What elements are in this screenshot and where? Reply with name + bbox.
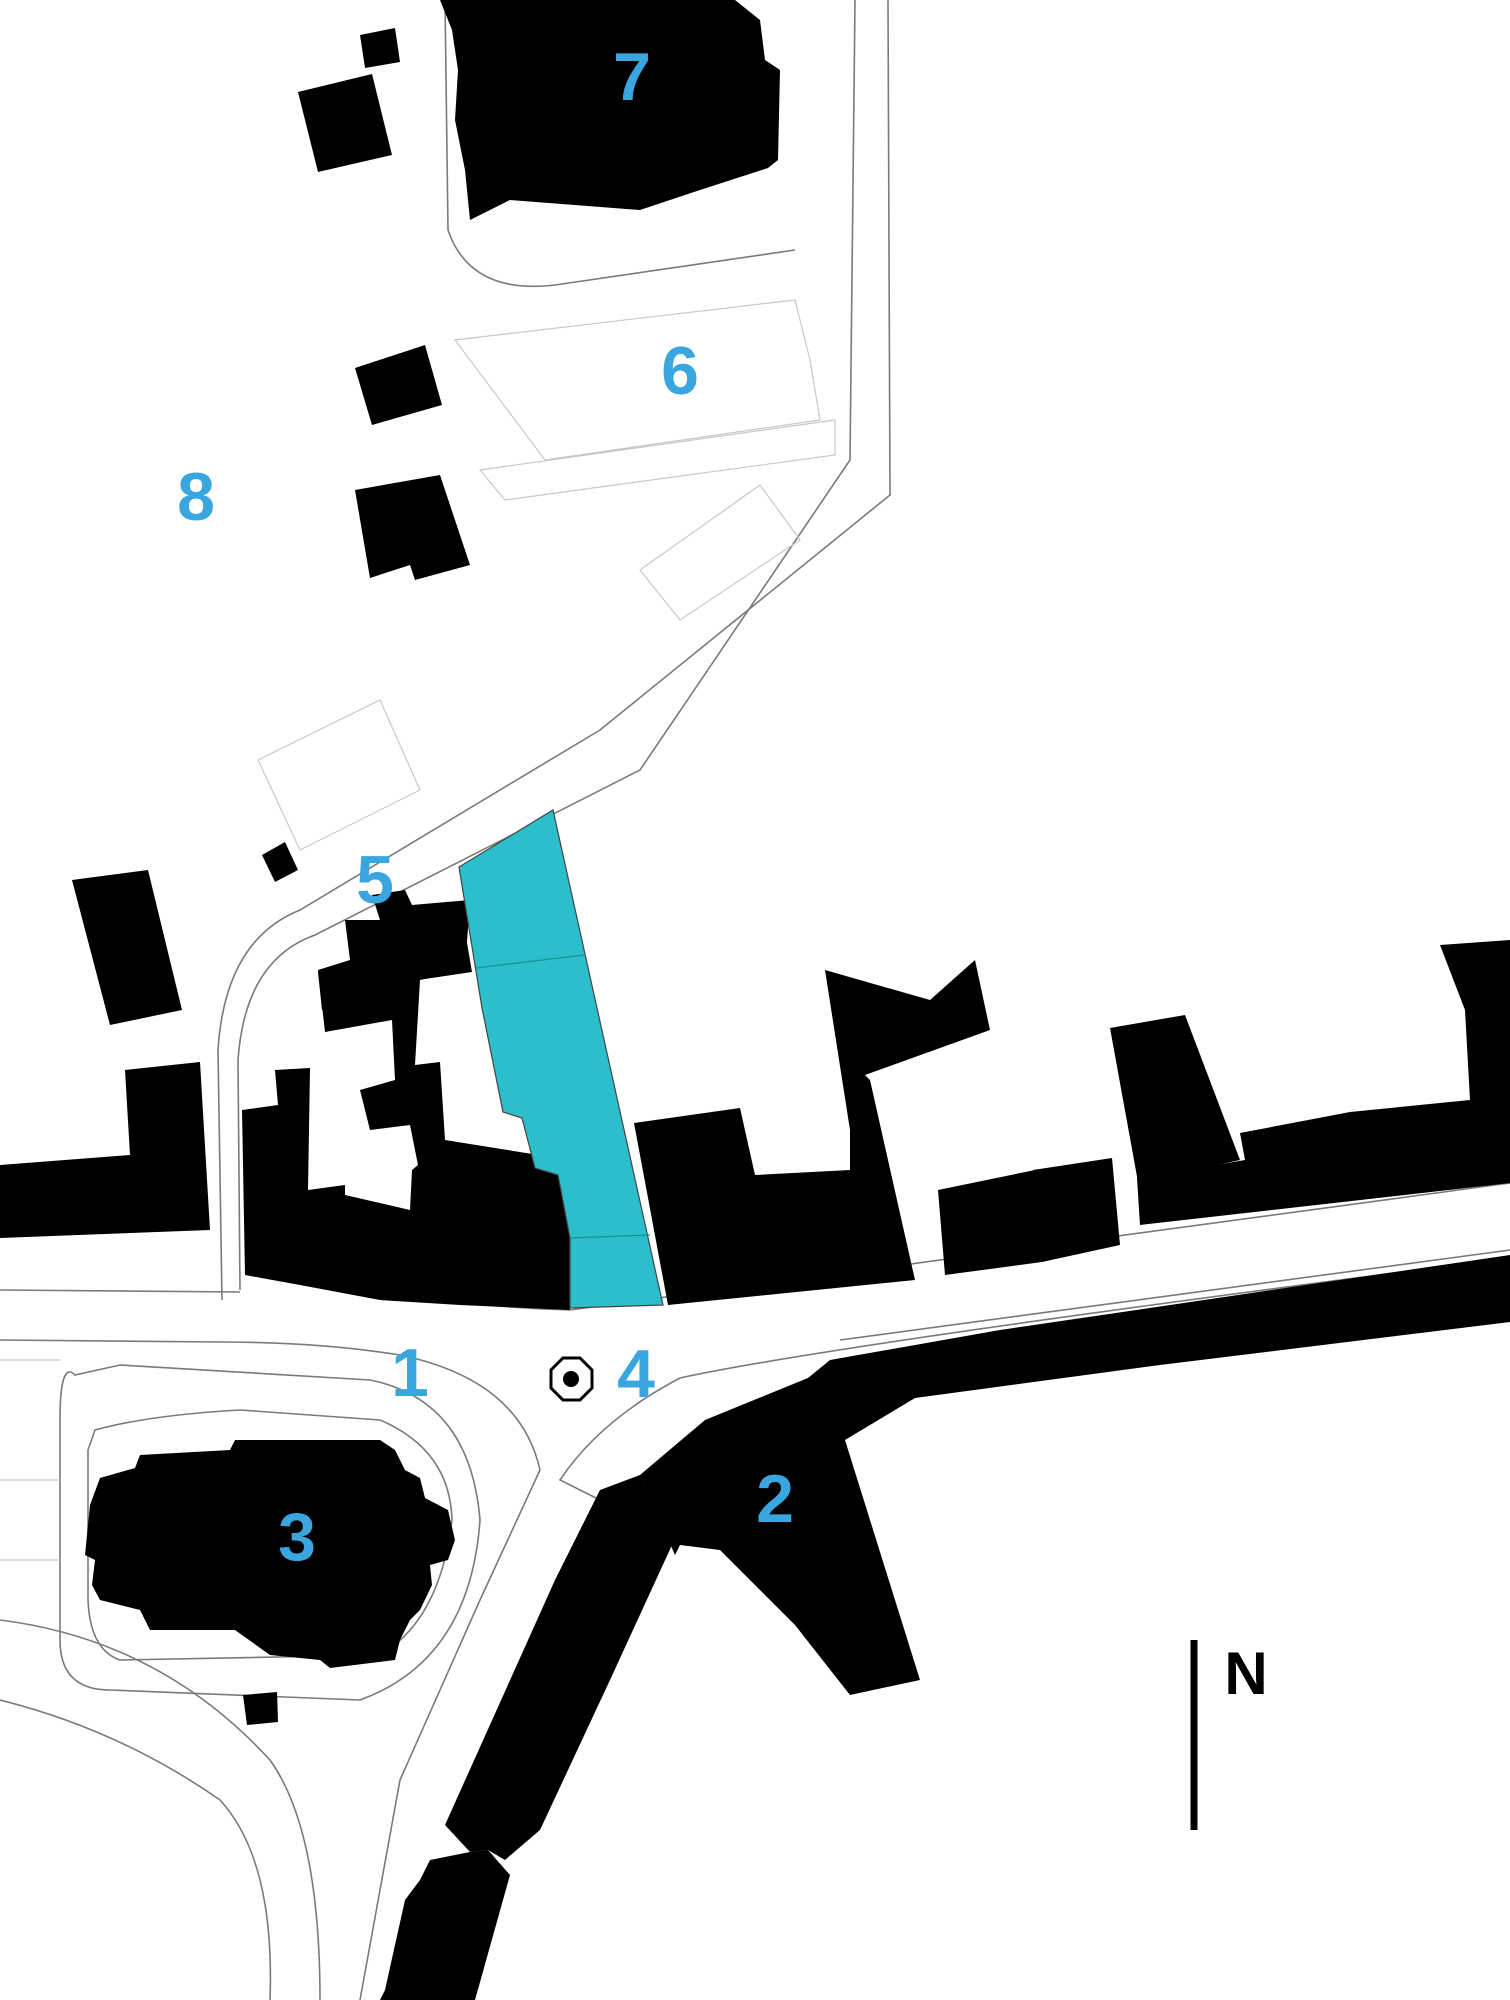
building-church-annex (243, 1692, 278, 1725)
building-beside-highlight-west (407, 902, 472, 980)
building-south-row (445, 1475, 672, 1860)
building-east-tall-1 (1110, 1015, 1240, 1182)
building-lane-small (318, 965, 354, 1010)
highlighted-site-building (458, 809, 664, 1309)
lane-yard-outline (257, 699, 421, 851)
north-court-loop (444, 0, 796, 288)
label-4: 4 (617, 1336, 655, 1412)
map-labels: 1 2 3 4 5 6 7 8 (177, 39, 794, 1575)
north-lane-east-edge (237, 0, 856, 1291)
building-top-left (298, 74, 392, 172)
north-lane-west-edge (217, 0, 891, 1301)
church-path (0, 1359, 60, 1561)
label-6: 6 (661, 333, 699, 409)
label-7: 7 (613, 39, 651, 115)
south-west-road-east-edge (0, 1619, 321, 2000)
building-west-2 (355, 475, 470, 580)
building-3-church (85, 1440, 455, 1668)
building-far-west-tall (72, 870, 182, 1025)
building-small-west (262, 842, 298, 882)
church-ring-inner (87, 1409, 453, 1661)
monument-center (563, 1371, 579, 1387)
building-west-1 (355, 345, 442, 425)
label-1: 1 (391, 1335, 429, 1411)
lane-side-block (639, 484, 801, 621)
highlight-divider-lines (475, 954, 651, 1239)
label-3: 3 (278, 1499, 316, 1575)
north-arrow: N (1190, 1640, 1268, 1830)
church-ring-outer (59, 1364, 481, 1701)
building-2 (640, 1255, 1510, 1695)
building-east-row-3 (1137, 940, 1510, 1225)
label-8: 8 (177, 459, 215, 535)
north-arrow-label: N (1224, 1640, 1267, 1707)
building-7 (440, 0, 780, 220)
building-west-row (0, 1062, 210, 1238)
south-road-west-edge (359, 1354, 541, 2000)
building-east-row-1 (938, 1170, 1042, 1275)
main-street-south-edge (0, 1249, 1510, 1356)
south-west-road-west-edge (0, 1699, 272, 2000)
building-south-row-end (380, 1850, 510, 2000)
south-road-east-edge (558, 1377, 681, 1501)
label-5: 5 (356, 842, 394, 918)
main-street-inner-south-edge (679, 1257, 1510, 1379)
building-top-left-small (360, 28, 400, 68)
north-lane-parking-outline (453, 299, 836, 501)
label-2: 2 (756, 1461, 794, 1537)
building-east-of-highlight (634, 960, 990, 1305)
building-east-row-2 (1033, 1158, 1120, 1262)
